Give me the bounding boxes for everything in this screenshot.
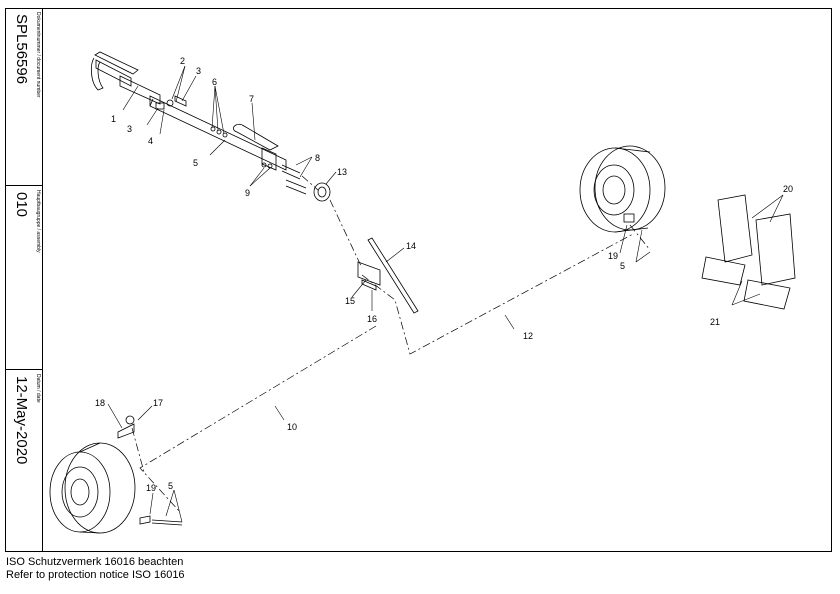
- callout-6: 6: [212, 77, 217, 87]
- callout-5-drawbar: 5: [193, 158, 198, 168]
- title-block: Dokumentnummer / document number SPL5659…: [5, 8, 43, 552]
- callout-10: 10: [287, 422, 297, 432]
- callout-13: 13: [337, 167, 347, 177]
- drawing-frame: [5, 8, 832, 552]
- callout-16: 16: [367, 314, 377, 324]
- callout-17: 17: [153, 398, 163, 408]
- protection-notice-en: Refer to protection notice ISO 16016: [6, 569, 185, 581]
- callout-2: 2: [180, 56, 185, 66]
- drawbar-assembly: [90, 51, 331, 202]
- callout-1: 1: [111, 114, 116, 124]
- callout-14: 14: [406, 241, 416, 251]
- lower-small-parts: [117, 415, 183, 526]
- callout-18: 18: [95, 398, 105, 408]
- assembly-lines: [131, 175, 651, 513]
- callout-19-upper: 19: [608, 251, 618, 261]
- protection-notice: ISO Schutzvermerk 16016 beachten Refer t…: [6, 556, 185, 582]
- callout-7: 7: [249, 94, 254, 104]
- document-number-cell: Dokumentnummer / document number SPL5659…: [5, 8, 43, 186]
- support-stand: [357, 237, 419, 314]
- callout-15: 15: [345, 296, 355, 306]
- callout-5-upper: 5: [620, 261, 625, 271]
- date-cell: Datum / date 12-May-2020: [5, 370, 43, 552]
- spare-wheel: [579, 145, 666, 233]
- callout-19-lower: 19: [146, 483, 156, 493]
- callout-9: 9: [245, 188, 250, 198]
- assembly-cell: Hauptbaugruppe / assembly 010: [5, 186, 43, 370]
- wheel-chocks: [701, 194, 796, 310]
- main-wheel: [49, 442, 136, 534]
- callout-12: 12: [523, 331, 533, 341]
- callout-20: 20: [783, 184, 793, 194]
- callout-4: 4: [148, 136, 153, 146]
- callout-5-lower: 5: [168, 481, 173, 491]
- leader-lines: [107, 65, 784, 523]
- callout-8: 8: [315, 153, 320, 163]
- callout-21: 21: [710, 317, 720, 327]
- callout-3-upper: 3: [196, 66, 201, 76]
- protection-notice-de: ISO Schutzvermerk 16016 beachten: [6, 556, 184, 568]
- callout-3-lower: 3: [127, 124, 132, 134]
